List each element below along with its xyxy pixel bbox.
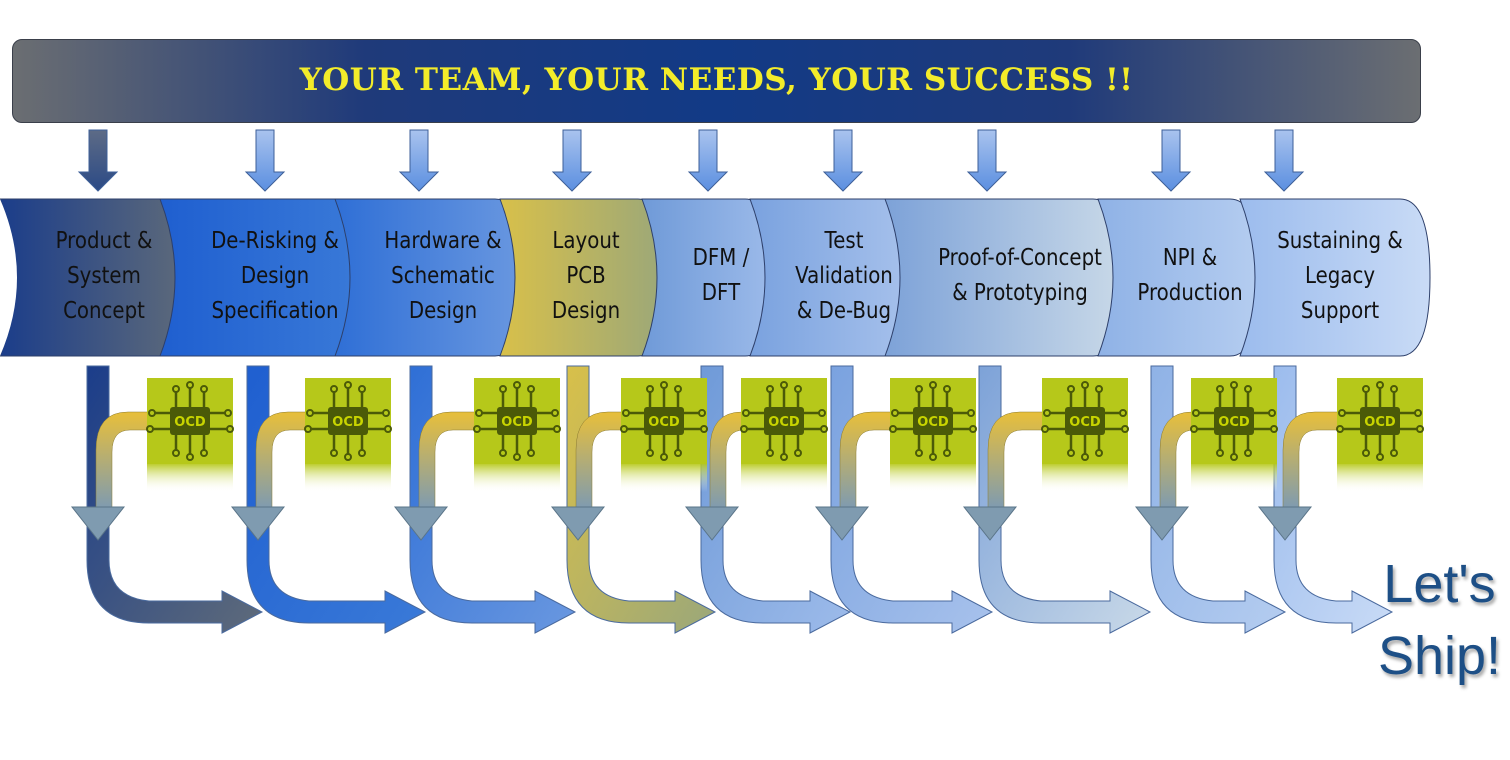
down-arrowhead <box>1257 506 1313 541</box>
stage-label: De-Risking & Design Specification <box>211 227 339 324</box>
stage-label: Test Validation & De-Bug <box>795 227 893 324</box>
circuit-chip-icon: OCD <box>740 378 828 492</box>
down-arrowhead <box>1134 506 1190 541</box>
circuit-chip-icon: OCD <box>1041 378 1129 492</box>
banner-down-arrow <box>822 129 864 192</box>
stage-segments <box>0 198 1431 357</box>
banner-down-arrow <box>966 129 1008 192</box>
stage-flow-arrow <box>700 365 852 634</box>
stage-label: Sustaining & Legacy Support <box>1277 227 1403 324</box>
chip-logo-text: OCD <box>1069 415 1101 430</box>
stage-label: Hardware & Schematic Design <box>384 227 502 324</box>
chip-logo-text: OCD <box>917 415 949 430</box>
chip-logo-text: OCD <box>768 415 800 430</box>
banner: YOUR TEAM, YOUR NEEDS, YOUR SUCCESS !! <box>12 39 1421 123</box>
circuit-chip-icon: OCD <box>1336 378 1424 492</box>
down-arrowhead <box>550 506 606 541</box>
stage-flow-arrow <box>978 365 1152 634</box>
banner-down-arrow <box>1263 129 1305 192</box>
stage-flow-arrow <box>1150 365 1287 634</box>
stage-flow-arrow <box>830 365 994 634</box>
chip-hook-arrow <box>1159 411 1195 509</box>
stage-flow-arrow <box>409 365 577 634</box>
down-arrowhead <box>230 506 286 541</box>
circuit-chip-icon: OCD <box>473 378 561 492</box>
circuit-chip-icon: OCD <box>304 378 392 492</box>
down-arrowhead <box>684 506 740 541</box>
stage-segment <box>1239 198 1431 357</box>
start-notch <box>0 199 17 356</box>
circuit-chip-icon: OCD <box>1190 378 1278 492</box>
lets-ship-text: Let's Ship! <box>1377 554 1502 686</box>
stage-flow-arrows <box>70 365 1394 634</box>
chip-logo-text: OCD <box>648 415 680 430</box>
chip-hook-arrow <box>255 411 308 509</box>
chip-logo-text: OCD <box>1218 415 1250 430</box>
banner-down-arrow <box>551 129 593 192</box>
chip-logos: OCD OCD OCD OCD OCD OCD OCD OCD OCD <box>146 378 1424 492</box>
stage-flow-arrow <box>1273 365 1394 634</box>
banner-down-arrow <box>398 129 440 192</box>
stage-label: Product & System Concept <box>55 227 153 324</box>
down-arrowhead <box>70 506 126 541</box>
stage-label: NPI & Production <box>1137 245 1243 306</box>
chip-hook-arrow <box>1282 411 1340 509</box>
chip-logo-text: OCD <box>332 415 364 430</box>
banner-down-arrow <box>1150 129 1192 192</box>
stage-label: Proof-of-Concept & Prototyping <box>938 245 1102 306</box>
circuit-chip-icon: OCD <box>146 378 234 492</box>
banner-down-arrow <box>77 129 119 192</box>
chip-hook-arrow <box>709 411 745 509</box>
banner-down-arrow <box>687 129 729 192</box>
down-arrowhead <box>962 506 1018 541</box>
chip-logo-text: OCD <box>501 415 533 430</box>
circuit-chip-icon: OCD <box>889 378 977 492</box>
banner-arrows <box>77 129 1305 192</box>
chip-hook-arrow <box>418 411 477 509</box>
chip-hook-arrow <box>95 411 150 509</box>
stage-flow-arrow <box>246 365 427 634</box>
banner-down-arrow <box>244 129 286 192</box>
banner-title: YOUR TEAM, YOUR NEEDS, YOUR SUCCESS !! <box>299 62 1134 98</box>
stage-label: DFM / DFT <box>692 245 750 306</box>
stage-flow-arrow <box>566 365 717 634</box>
chip-hook-arrow <box>987 411 1045 509</box>
chip-logo-text: OCD <box>1364 415 1396 430</box>
down-arrowhead <box>814 506 870 541</box>
circuit-chip-icon: OCD <box>620 378 708 492</box>
chip-logo-text: OCD <box>174 415 206 430</box>
chip-hook-arrow <box>575 411 624 509</box>
chip-hook-arrow <box>839 411 893 509</box>
stage-flow-arrow <box>86 365 264 634</box>
down-arrowhead <box>393 506 449 541</box>
stage-label: Layout PCB Design <box>551 227 621 324</box>
